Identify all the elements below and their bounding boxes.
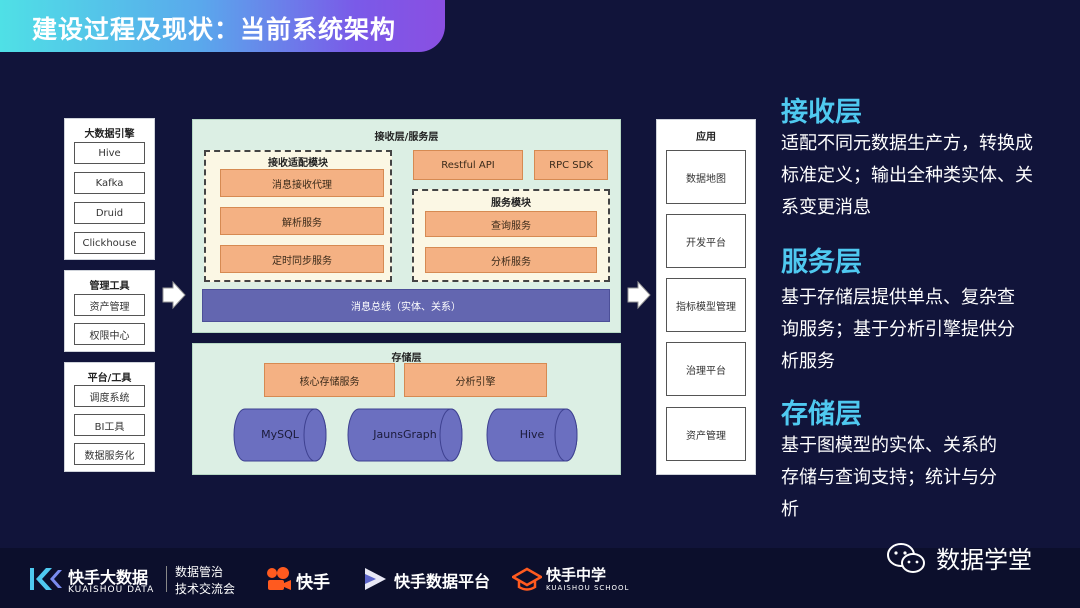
- platform-tools-panel: 平台/工具 调度系统 BI工具 数据服务化: [64, 362, 155, 472]
- janusgraph-database-icon[interactable]: JaunsGraph: [347, 408, 463, 462]
- hive-label: Hive: [519, 428, 545, 441]
- app-dev-platform[interactable]: 开发平台: [666, 214, 746, 268]
- scheduled-sync-service[interactable]: 定时同步服务: [220, 245, 384, 273]
- analysis-service[interactable]: 分析服务: [425, 247, 597, 273]
- side-text-storage: 基于图模型的实体、关系的 存储与查询支持；统计与分 析: [781, 435, 997, 520]
- data-platform-logo-icon: [365, 568, 386, 590]
- mysql-label: MySQL: [261, 428, 299, 441]
- receive-service-layer-header: 接收层/服务层: [374, 132, 439, 143]
- platform-tools-header: 平台/工具: [87, 373, 132, 384]
- message-receive-proxy[interactable]: 消息接收代理: [220, 169, 384, 197]
- footer-school: 快手中学: [546, 566, 607, 584]
- engine-kafka[interactable]: Kafka: [74, 172, 145, 194]
- kuaishou-data-logo-icon: [30, 568, 62, 590]
- mysql-database-icon[interactable]: MySQL: [233, 408, 327, 462]
- engine-hive[interactable]: Hive: [74, 142, 145, 164]
- right-arrow-icon: [162, 280, 186, 310]
- core-storage-service[interactable]: 核心存储服务: [264, 363, 395, 397]
- side-text-service: 基于存储层提供单点、复杂查 询服务；基于分析引擎提供分 析服务: [781, 287, 1015, 372]
- tool-asset-management[interactable]: 资产管理: [74, 294, 145, 316]
- big-data-engine-header: 大数据引擎: [84, 129, 135, 140]
- hive-database-icon[interactable]: Hive: [486, 408, 578, 462]
- storage-layer: 存储层 核心存储服务 分析引擎 MySQL JaunsGraph Hive: [192, 343, 621, 475]
- footer-kuaishou: 快手: [296, 573, 330, 593]
- kuaishou-school-logo-icon: [512, 567, 542, 591]
- receive-adapter-header: 接收适配模块: [268, 158, 328, 169]
- receive-adapter-module: 接收适配模块 消息接收代理 解析服务 定时同步服务: [204, 150, 392, 282]
- footer-sub2: 技术交流会: [175, 582, 236, 596]
- query-service[interactable]: 查询服务: [425, 211, 597, 237]
- management-tools-panel: 管理工具 资产管理 权限中心: [64, 270, 155, 352]
- app-metric-model[interactable]: 指标模型管理: [666, 278, 746, 332]
- title-bar: 建设过程及现状：当前系统架构: [0, 0, 445, 52]
- footer-school-en: KUAISHOU SCHOOL: [546, 584, 630, 592]
- right-arrow-icon: [627, 280, 651, 310]
- management-tools-header: 管理工具: [89, 281, 130, 292]
- applications-header: 应用: [696, 132, 716, 143]
- side-text-receive: 适配不同元数据生产方，转换成 标准定义；输出全种类实体、关 系变更消息: [781, 133, 1033, 218]
- app-data-map[interactable]: 数据地图: [666, 150, 746, 204]
- page-title: 建设过程及现状：当前系统架构: [32, 15, 397, 44]
- footer-divider: [166, 566, 167, 592]
- storage-layer-header: 存储层: [391, 353, 422, 364]
- janusgraph-label: JaunsGraph: [373, 428, 437, 441]
- kuaishou-logo-icon: [267, 567, 291, 590]
- receive-service-layer: 接收层/服务层 接收适配模块 消息接收代理 解析服务 定时同步服务 Restfu…: [192, 119, 621, 333]
- side-heading-storage: 存储层: [781, 399, 862, 430]
- rpc-sdk[interactable]: RPC SDK: [534, 150, 608, 180]
- message-bus[interactable]: 消息总线（实体、关系）: [202, 289, 610, 322]
- service-module-header: 服务模块: [491, 198, 531, 209]
- wechat-icon: [887, 543, 925, 573]
- app-asset-management[interactable]: 资产管理: [666, 407, 746, 461]
- footer-brand-en: KUAISHOU DATA: [68, 585, 155, 595]
- tool-permission-center[interactable]: 权限中心: [74, 323, 145, 345]
- tool-bi[interactable]: BI工具: [74, 414, 145, 436]
- engine-druid[interactable]: Druid: [74, 202, 145, 224]
- service-module: 服务模块 查询服务 分析服务: [412, 189, 610, 282]
- tool-data-service[interactable]: 数据服务化: [74, 443, 145, 465]
- side-heading-service: 服务层: [781, 247, 862, 278]
- footer: 快手大数据 KUAISHOU DATA 数据管治 技术交流会 快手 快手数据平台…: [0, 543, 1080, 608]
- parse-service[interactable]: 解析服务: [220, 207, 384, 235]
- footer-wechat-account: 数据学堂: [936, 546, 1032, 574]
- restful-api[interactable]: Restful API: [413, 150, 523, 180]
- side-heading-receive: 接收层: [781, 97, 862, 128]
- big-data-engine-panel: 大数据引擎 Hive Kafka Druid Clickhouse: [64, 118, 155, 260]
- footer-sub1: 数据管治: [175, 565, 224, 579]
- footer-brand: 快手大数据: [68, 568, 149, 587]
- engine-clickhouse[interactable]: Clickhouse: [74, 232, 145, 254]
- footer-data-platform: 快手数据平台: [394, 572, 491, 591]
- app-governance[interactable]: 治理平台: [666, 342, 746, 396]
- analysis-engine[interactable]: 分析引擎: [404, 363, 547, 397]
- tool-scheduler[interactable]: 调度系统: [74, 385, 145, 407]
- applications-panel: 应用 数据地图 开发平台 指标模型管理 治理平台 资产管理: [656, 119, 756, 475]
